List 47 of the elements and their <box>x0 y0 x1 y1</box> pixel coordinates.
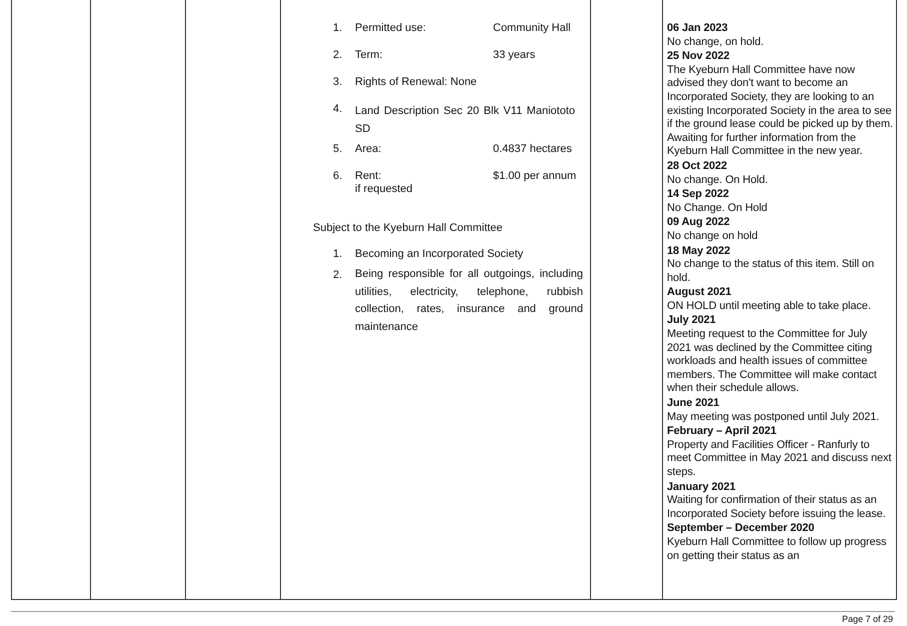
list-item-text: Becoming an Incorporated Society <box>355 248 524 261</box>
update-date: January 2021 <box>667 480 737 494</box>
list-number: 1. <box>333 22 342 35</box>
term-label: Rights of Renewal: None <box>355 76 477 89</box>
update-date: 18 May 2022 <box>667 244 732 258</box>
list-number: 6. <box>333 170 342 183</box>
update-note: No change to the status of this item. Still on hold. <box>667 258 875 286</box>
update-note: Kyeburn Hall Committee to follow up progress on getting their status as an <box>667 536 888 564</box>
update-date: 06 Jan 2023 <box>667 22 729 36</box>
update-note: The Kyeburn Hall Committee have now advised they don't want to become an Incorporated Society, they are looking to an existing Incorporated Society in the area to see if the ground lease could be picked up by them. Awaiting for further information from the Kyeburn Hall Committee in the new year. <box>667 64 893 159</box>
update-date: June 2021 <box>667 397 720 411</box>
term-label: Term: <box>355 49 382 62</box>
update-note: No change, on hold. <box>667 36 765 50</box>
list-number: 3. <box>333 76 342 89</box>
page-number: Page 7 of 29 <box>842 614 893 624</box>
update-date: September – December 2020 <box>667 522 816 536</box>
term-value: Community Hall <box>493 22 571 35</box>
list-number: 4. <box>333 103 342 116</box>
term-value: $1.00 per annum <box>493 170 576 183</box>
list-number: 2. <box>333 269 342 282</box>
update-date: February – April 2021 <box>667 425 778 439</box>
update-note: ON HOLD until meeting able to take place. <box>667 300 872 314</box>
update-date: 14 Sep 2022 <box>667 188 730 202</box>
term-label: Permitted use: <box>355 22 426 35</box>
term-text: Land Description Sec 20 Blk V11 Maniototo SD <box>355 104 575 136</box>
term-value: 33 years <box>493 49 536 62</box>
update-note: No Change. On Hold <box>667 202 768 216</box>
update-note: Meeting request to the Committee for July 2021 was declined by the Committee citing workloads and health issues of committee members. The Committee will make contact when their schedule allows. <box>667 328 878 396</box>
update-note: Property and Facilities Officer - Ranfurly to meet Committee in May 2021 and discuss next steps. <box>667 438 892 480</box>
list-number: 5. <box>333 143 342 156</box>
term-label: Area: <box>355 143 382 156</box>
list-number: 1. <box>333 248 342 261</box>
term-label: Rent: <box>355 170 382 183</box>
update-date: 09 Aug 2022 <box>667 216 731 230</box>
update-date: 28 Oct 2022 <box>667 160 728 174</box>
list-number: 2. <box>333 49 342 62</box>
term-note: if requested <box>355 183 412 196</box>
update-note: Waiting for confirmation of their status as an Incorporated Society before issuing the lease. <box>667 494 887 522</box>
condition-heading: Subject to the Kyeburn Hall Committee <box>313 222 503 235</box>
update-date: 25 Nov 2022 <box>667 50 730 64</box>
update-note: May meeting was postponed until July 2021. <box>667 410 880 424</box>
update-date: August 2021 <box>667 286 732 300</box>
update-note: No change on hold <box>667 230 759 244</box>
term-value: 0.4837 hectares <box>493 143 572 156</box>
update-date: July 2021 <box>667 314 717 328</box>
list-item-text: Being responsible for all outgoings, including utilities, electricity, telephone, rubbish collection, rates, insurance and ground maintenance <box>355 267 583 334</box>
update-note: No change. On Hold. <box>667 174 769 188</box>
